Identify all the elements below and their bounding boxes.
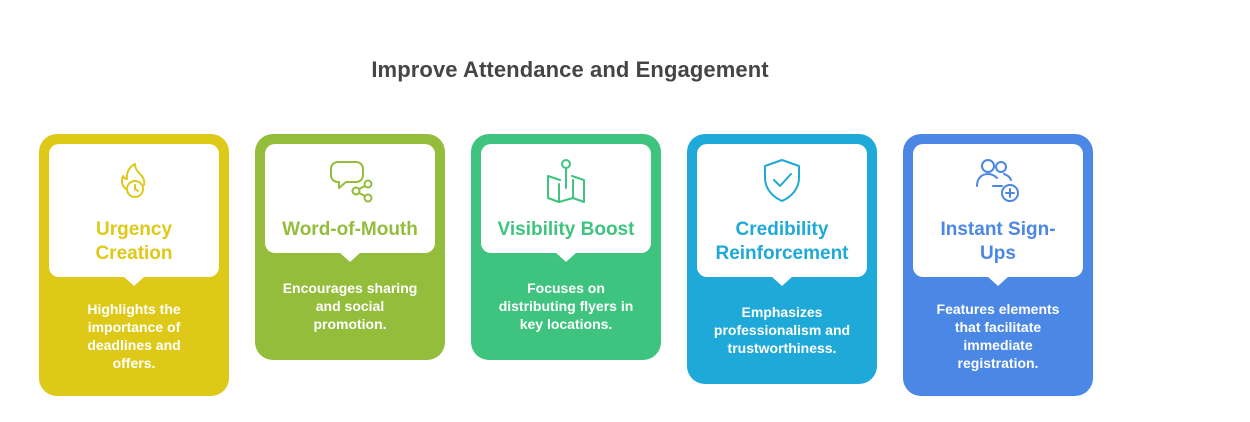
card-word-of-mouth: Word-of-Mouth Encourages sharing and soc… (255, 134, 445, 360)
card-header: Urgency Creation (49, 144, 219, 286)
card-header: Instant Sign- Ups (913, 144, 1083, 286)
users-add-icon (974, 156, 1022, 204)
card-heading-line: Credibility (735, 219, 829, 240)
card-heading-line: Ups (980, 243, 1016, 264)
card-visibility-boost: Visibility Boost Focuses on distributing… (471, 134, 661, 360)
card-credibility-reinforcement: Credibility Reinforcement Emphasizes pro… (687, 134, 877, 384)
card-desc-line: and social (315, 298, 385, 314)
card-desc-line: promotion. (313, 316, 387, 332)
chat-share-icon (326, 156, 374, 204)
card-urgency-creation: Urgency Creation Highlights the importan… (39, 134, 229, 396)
card-heading-line: Creation (95, 243, 173, 264)
card-desc-line: immediate (963, 337, 1033, 353)
fire-clock-icon (110, 156, 158, 204)
card-heading-line: Reinforcement (715, 243, 849, 264)
card-heading-line: Urgency (95, 219, 173, 240)
card-desc-line: trustworthiness. (727, 340, 837, 356)
card-desc-line: distributing flyers in (498, 298, 634, 314)
diagram-title: Improve Attendance and Engagement (371, 57, 769, 82)
card-desc-line: registration. (957, 355, 1039, 371)
card-header: Word-of-Mouth (265, 144, 435, 262)
card-header: Visibility Boost (481, 144, 651, 262)
shield-check-icon (758, 156, 806, 204)
card-desc-line: Features elements (936, 301, 1060, 317)
card-instant-sign-ups: Instant Sign- Ups Features elements that… (903, 134, 1093, 396)
card-desc-line: that facilitate (954, 319, 1042, 335)
card-heading-line: Word-of-Mouth (282, 219, 418, 240)
card-desc-line: deadlines and (87, 337, 181, 353)
card-desc-line: key locations. (519, 316, 613, 332)
card-desc-line: importance of (87, 319, 181, 335)
card-heading-line: Instant Sign- (940, 219, 1056, 240)
card-desc-line: Highlights the (87, 301, 181, 317)
card-desc-line: Focuses on (527, 280, 605, 296)
card-header: Credibility Reinforcement (697, 144, 867, 286)
card-desc-line: Emphasizes (741, 304, 823, 320)
card-desc-line: Encourages sharing (282, 280, 418, 296)
card-desc-line: offers. (112, 355, 156, 371)
card-desc-line: professionalism and (713, 322, 851, 338)
map-pin-icon (542, 156, 590, 204)
card-heading-line: Visibility Boost (497, 219, 635, 240)
